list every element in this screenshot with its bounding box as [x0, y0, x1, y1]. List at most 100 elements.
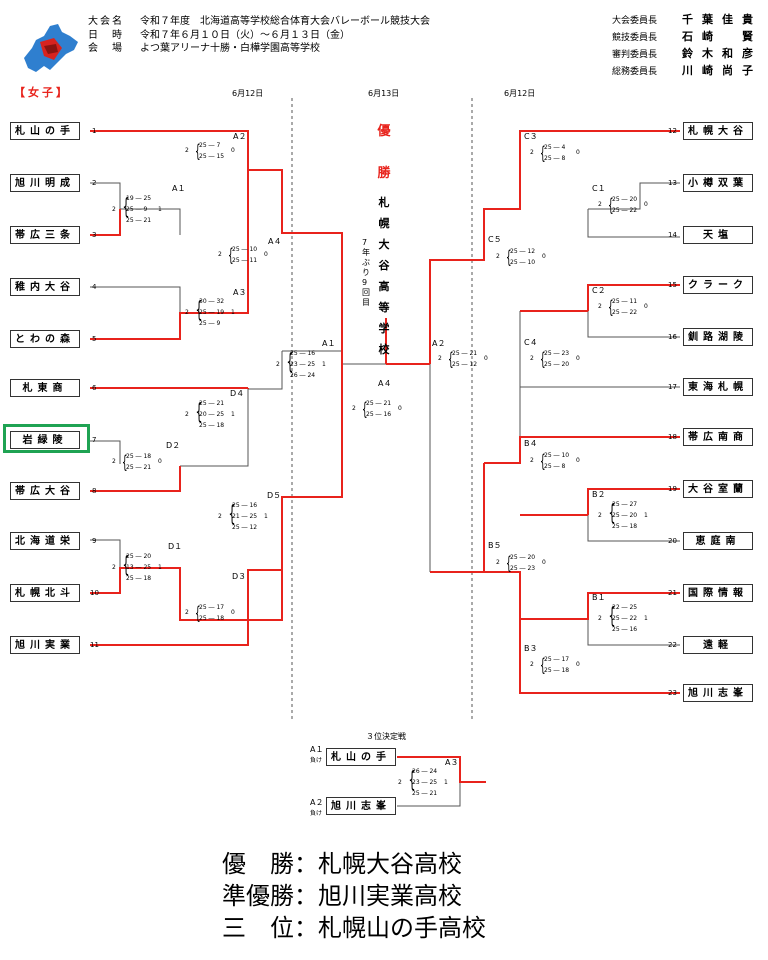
match-label: C３: [524, 132, 538, 141]
match-label: B２: [592, 490, 606, 499]
seed-number: 14: [668, 231, 677, 239]
champion-label: 優勝: [377, 124, 391, 181]
team-right-18: 帯広南商: [683, 428, 753, 446]
date-center: 6月13日: [368, 89, 400, 98]
seed-number: 16: [668, 333, 677, 341]
team-left-11: 旭川実業: [10, 636, 80, 654]
division-label: 【女子】: [14, 86, 70, 99]
match-label: B５: [488, 541, 502, 550]
seed-number: 22: [668, 641, 677, 649]
date-left: 6月12日: [232, 89, 264, 98]
tournament-header: 大会名令和７年度 北海道高等学校総合体育大会バレーボール競技大会 日 時令和７年…: [88, 15, 430, 56]
match-label: A４: [268, 237, 282, 246]
result-row: 優 勝：札幌大谷高校: [222, 850, 462, 878]
header-row-name: 大会名令和７年度 北海道高等学校総合体育大会バレーボール競技大会: [88, 16, 430, 27]
match-label: D２: [166, 441, 181, 450]
match-label: D１: [168, 542, 183, 551]
team-right-22: 遠軽: [683, 636, 753, 654]
third-place-team-1: 札山の手: [326, 748, 396, 766]
team-right-13: 小樽双葉: [683, 174, 753, 192]
team-left-2: 旭川明成: [10, 174, 80, 192]
team-right-23: 旭川志峯: [683, 684, 753, 702]
team-right-14: 天塩: [683, 226, 753, 244]
match-label: A４: [378, 379, 392, 388]
team-left-7: 岩緑陵: [10, 431, 80, 449]
team-left-3: 帯広三条: [10, 226, 80, 244]
team-right-21: 国際情報: [683, 584, 753, 602]
champion-note: 7年ぶり9回目: [362, 238, 370, 307]
team-left-1: 札山の手: [10, 122, 80, 140]
official-row: 競技委員長石崎 賢: [612, 30, 762, 43]
match-label: D４: [230, 389, 245, 398]
seed-number: 8: [92, 487, 97, 495]
seed-number: 18: [668, 433, 677, 441]
seed-number: 19: [668, 485, 677, 493]
seed-number: 23: [668, 689, 677, 697]
seed-number: 21: [668, 589, 677, 597]
hokkaido-logo: [24, 24, 78, 72]
final-results: 優 勝：札幌大谷高校 準優勝：旭川実業高校 三 位：札幌山の手高校: [222, 848, 486, 944]
match-label: B１: [592, 593, 606, 602]
match-label: D５: [267, 491, 282, 500]
seed-number: 5: [92, 335, 97, 343]
team-left-8: 帯広大谷: [10, 482, 80, 500]
officials-list: 大会委員長千葉佳貴 競技委員長石崎 賢 審判委員長鈴木和彦 総務委員長川崎尚子: [612, 12, 762, 80]
seed-number: 7: [92, 436, 97, 444]
seed-number: 6: [92, 384, 97, 392]
seed-number: 13: [668, 179, 677, 187]
date-right: 6月12日: [504, 89, 536, 98]
seed-number: 20: [668, 537, 677, 545]
seed-number: 1: [92, 127, 97, 135]
seed-number: 2: [92, 179, 97, 187]
match-label: C１: [592, 184, 606, 193]
seed-number: 9: [92, 537, 97, 545]
match-label: A２: [432, 339, 446, 348]
official-row: 大会委員長千葉佳貴: [612, 13, 762, 26]
header-row-date: 日 時令和７年６月１０日（火）～６月１３日（金）: [88, 29, 350, 41]
match-label: B３: [524, 644, 538, 653]
official-row: 審判委員長鈴木和彦: [612, 47, 762, 60]
third-place-tag-2: 負け: [310, 810, 323, 817]
match-label: A３: [445, 758, 459, 767]
seed-number: 17: [668, 383, 677, 391]
match-label: A１: [172, 184, 186, 193]
seed-number: 3: [92, 231, 97, 239]
match-label: A３: [233, 288, 247, 297]
team-left-6: 札東商: [10, 379, 80, 397]
seed-number: 15: [668, 281, 677, 289]
team-right-19: 大谷室蘭: [683, 480, 753, 498]
third-place-from-2: A２: [310, 798, 324, 807]
official-row: 総務委員長川崎尚子: [612, 64, 762, 77]
team-right-20: 恵庭南: [683, 532, 753, 550]
team-left-10: 札幌北斗: [10, 584, 80, 602]
result-row: 三 位：札幌山の手高校: [222, 914, 486, 942]
team-left-4: 稚内大谷: [10, 278, 80, 296]
seed-number: 11: [90, 641, 99, 649]
selected-team-highlight: [3, 424, 90, 453]
match-label: C４: [524, 338, 538, 347]
team-right-12: 札幌大谷: [683, 122, 753, 140]
header-row-venue: 会 場よつ葉アリーナ十勝・白樺学園高等学校: [88, 43, 320, 54]
